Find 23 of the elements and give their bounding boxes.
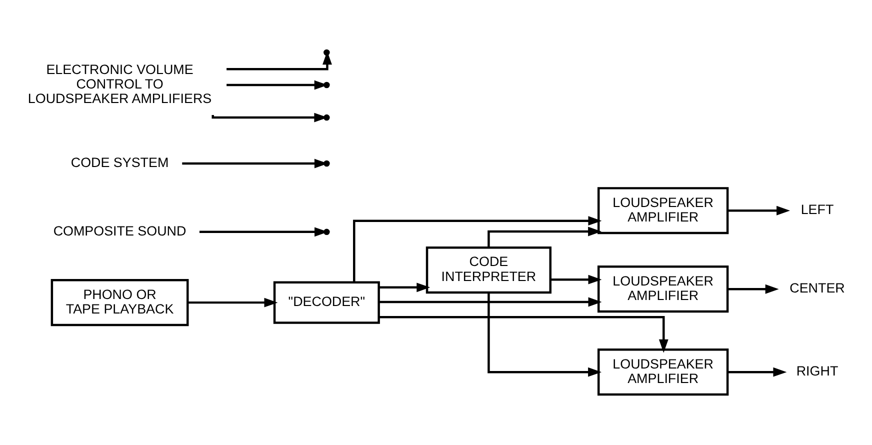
- arrow: [378, 282, 430, 292]
- arrow: [378, 297, 602, 307]
- node-box: LOUDSPEAKER AMPLIFIER: [597, 187, 729, 234]
- arrow: [728, 284, 779, 294]
- node-text: CENTER: [790, 280, 845, 296]
- arrow: [550, 274, 602, 284]
- node-box: "DECODER": [273, 281, 380, 324]
- node-text: RIGHT: [796, 364, 838, 379]
- arrow: [728, 367, 787, 377]
- node-box: PHONO OR TAPE PLAYBACK: [50, 279, 189, 326]
- node-text: CODE SYSTEM: [70, 154, 169, 170]
- node-box: CODE INTERPRETER: [426, 246, 552, 294]
- arrow: [488, 226, 602, 248]
- node-text: COMPOSITE SOUND: [53, 223, 186, 238]
- node-text: LEFT: [800, 202, 834, 218]
- arrow: [728, 206, 790, 216]
- node-box: LOUDSPEAKER AMPLIFIER: [597, 348, 729, 396]
- node-box: LOUDSPEAKER AMPLIFIER: [597, 266, 729, 313]
- arrow: [188, 298, 278, 308]
- arrow: [353, 216, 602, 282]
- node-text: ELECTRONIC VOLUME CONTROL TO LOUDSPEAKER AMPLIFIERS: [28, 62, 212, 106]
- arrow: [488, 292, 602, 377]
- arrow: [378, 316, 668, 353]
